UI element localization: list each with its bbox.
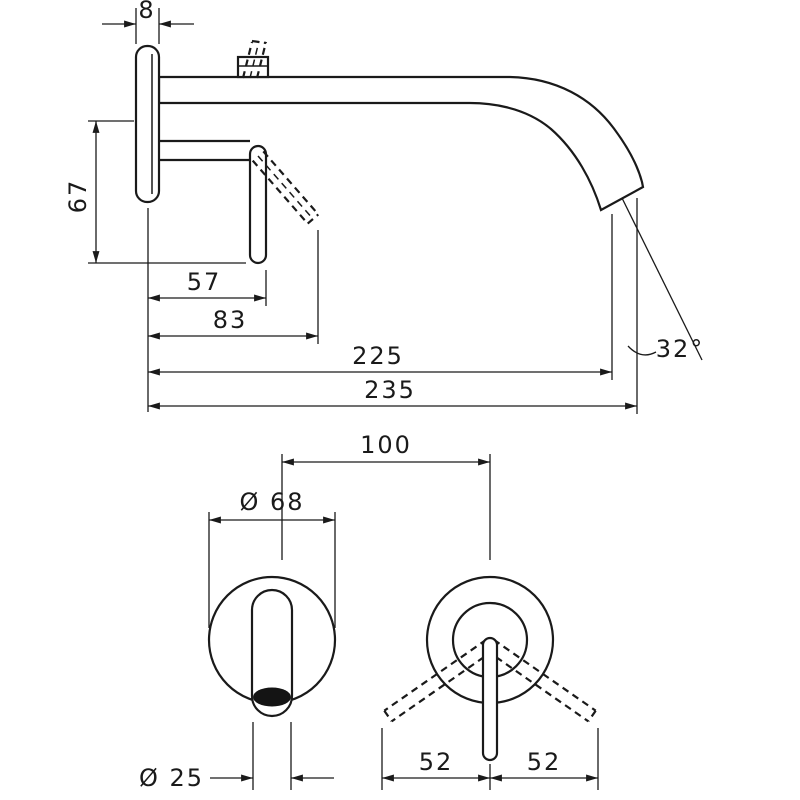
dim-8-label: 8 (138, 0, 155, 24)
dim-52-right-label: 52 (527, 748, 562, 776)
handle-open-top (241, 39, 268, 79)
dimension-lever-swing: 52 52 (381, 728, 599, 790)
front-view-spout: Ø 68 Ø 25 (139, 488, 337, 792)
dim-52-left-label: 52 (419, 748, 454, 776)
dim-83-label: 83 (213, 306, 248, 334)
lever-front-solid (481, 636, 499, 762)
dim-68-label: Ø 68 (239, 488, 304, 516)
wall-plate (134, 44, 161, 204)
lever-front-open-left (383, 638, 495, 723)
spout-front-outline (250, 588, 294, 718)
dim-67-label: 67 (64, 179, 92, 214)
dim-57-label: 57 (187, 268, 222, 296)
dim-angle-label: 32° (656, 335, 705, 363)
cartridge (236, 55, 270, 79)
spout-outline (157, 75, 645, 212)
dim-235-label: 235 (364, 376, 416, 404)
front-view-handle: 100 52 52 (281, 431, 599, 790)
lever-handle-side-open (251, 150, 320, 225)
spout-outlet-opening (253, 687, 291, 707)
dim-225-label: 225 (352, 342, 404, 370)
dim-100-label: 100 (360, 431, 412, 459)
dimension-escutcheon-diameter: Ø 68 (208, 488, 336, 628)
dimension-57: 57 (148, 268, 267, 306)
dimension-225: 225 (148, 214, 613, 380)
side-view: 8 67 57 83 225 (64, 0, 705, 414)
lever-front-open-right (485, 638, 597, 723)
dimension-height-67: 67 (64, 120, 246, 264)
lever-spigot (159, 139, 250, 162)
dimension-plate-thickness: 8 (102, 0, 194, 44)
dimension-center-distance: 100 (281, 431, 491, 560)
dimension-outlet-diameter: Ø 25 (139, 722, 334, 792)
dimension-83: 83 (148, 230, 319, 344)
dimension-235: 235 (148, 198, 638, 414)
lever-handle-side (248, 144, 268, 265)
dim-25-label: Ø 25 (139, 764, 204, 792)
dimension-spout-angle: 32° (621, 197, 705, 363)
